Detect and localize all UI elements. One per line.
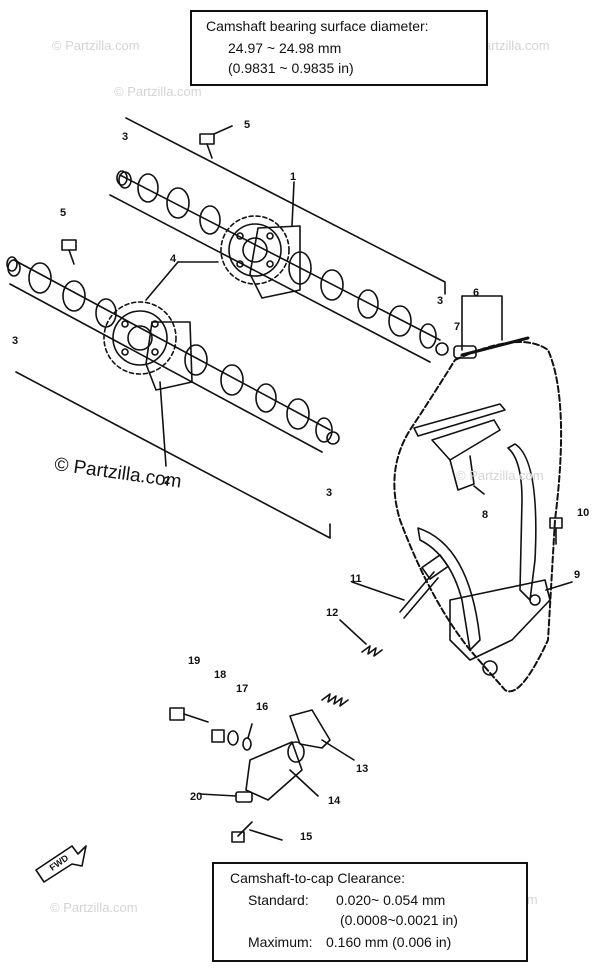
tensioner-bolt — [231, 821, 253, 843]
guide-bolt — [549, 517, 563, 545]
tensioner-body — [245, 741, 305, 801]
adjust-bolt — [169, 707, 209, 723]
stopper — [235, 791, 253, 803]
callout-8: 8 — [482, 509, 488, 521]
callout-5-a: 5 — [244, 119, 250, 131]
callout-3-b: 3 — [12, 335, 18, 347]
clearance-maximum-label: Maximum: — [248, 934, 313, 950]
callout-3-a: 3 — [122, 131, 128, 143]
tensioner-rod — [399, 554, 449, 619]
callout-16: 16 — [256, 701, 268, 713]
callout-13: 13 — [356, 763, 368, 775]
clearance-maximum-value: 0.160 mm (0.006 in) — [326, 934, 452, 950]
watermark-top-left: © Partzilla.com — [52, 38, 140, 53]
tensioner-spring — [321, 645, 383, 707]
master-link — [453, 345, 477, 359]
upper-end-plug-left — [116, 170, 128, 186]
lower-cam-sprocket — [103, 301, 177, 375]
bearing-spec-title: Camshaft bearing surface diameter: — [206, 18, 429, 34]
upper-cam-sprocket — [220, 215, 290, 285]
cam-chain — [393, 336, 563, 693]
fwd-label: FWD — [48, 852, 71, 872]
callout-1: 1 — [290, 171, 296, 183]
bearing-spec-inch: (0.9831 ~ 0.9835 in) — [228, 60, 354, 76]
callout-12: 12 — [326, 607, 338, 619]
watermark-bottom-left: © Partzilla.com — [50, 900, 138, 915]
callout-17: 17 — [236, 683, 248, 695]
clearance-standard-label: Standard: — [248, 892, 309, 908]
bearing-diameter-spec-box: Camshaft bearing surface diameter: 24.97… — [190, 10, 488, 86]
callout-7: 7 — [454, 321, 460, 333]
callout-3-d: 3 — [326, 487, 332, 499]
watermark-right: © Partzilla.com — [456, 468, 544, 483]
upper-bearing-cap — [249, 225, 301, 299]
lower-bearing-cap — [145, 321, 193, 391]
tensioner-gasket — [289, 709, 331, 749]
callout-20: 20 — [190, 791, 202, 803]
callout-6: 6 — [473, 287, 479, 299]
callout-3-c: 3 — [437, 295, 443, 307]
callout-10: 10 — [577, 507, 589, 519]
callout-2: 2 — [164, 475, 170, 487]
callout-4: 4 — [170, 253, 177, 265]
callout-5-b: 5 — [60, 207, 66, 219]
lower-end-plug-left — [6, 256, 18, 272]
watermark-mid: © Partzilla.com — [114, 84, 202, 99]
fwd-arrow-shape — [35, 845, 87, 883]
callout-15: 15 — [300, 831, 312, 843]
callout-19: 19 — [188, 655, 200, 667]
clearance-standard-in: (0.0008~0.0021 in) — [340, 912, 458, 928]
callout-18: 18 — [214, 669, 226, 681]
bearing-spec-mm: 24.97 ~ 24.98 mm — [228, 40, 342, 56]
callout-11: 11 — [350, 573, 362, 585]
lower-end-plug-right — [326, 431, 340, 445]
o-ring — [242, 737, 252, 751]
chain-guide-upper — [431, 419, 501, 491]
upper-camshaft — [109, 171, 441, 363]
upper-end-plug-right — [435, 342, 449, 356]
sprocket-bolt-lower — [61, 239, 77, 265]
clearance-standard-mm: 0.020~ 0.054 mm — [336, 892, 446, 908]
clearance-spec-box: Camshaft-to-cap Clearance: Standard: 0.0… — [212, 862, 528, 962]
lock-nut — [211, 729, 225, 743]
lower-camshaft — [7, 259, 333, 453]
chain-guide-main — [417, 443, 551, 676]
callout-9: 9 — [574, 569, 580, 581]
sprocket-bolt-upper — [199, 133, 215, 159]
callout-14: 14 — [328, 795, 341, 807]
washer — [227, 730, 239, 746]
clearance-spec-title: Camshaft-to-cap Clearance: — [230, 870, 406, 886]
